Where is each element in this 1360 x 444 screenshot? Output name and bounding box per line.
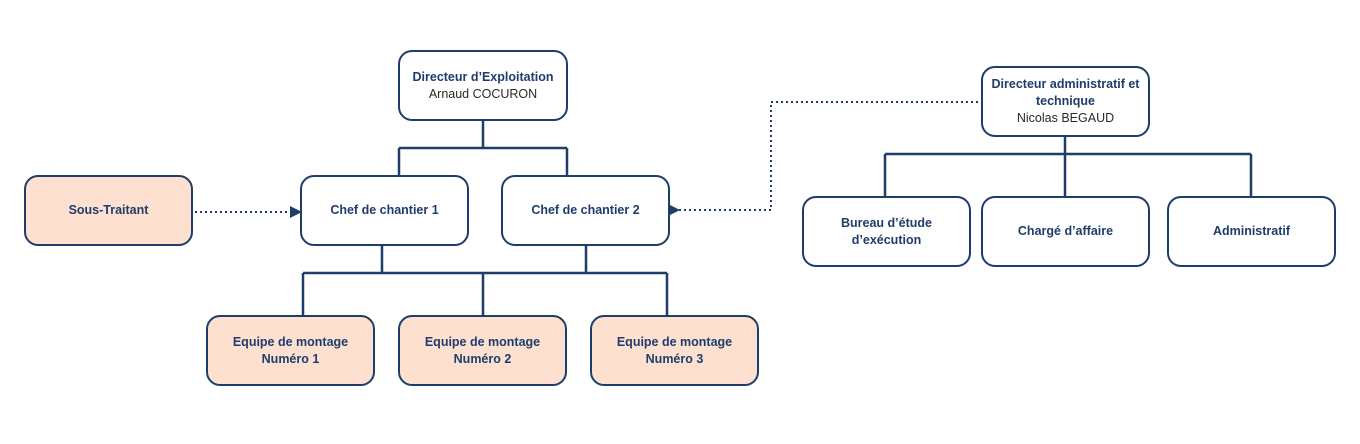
node-title: Sous-Traitant: [68, 203, 149, 217]
dotted-link-chef2-diradmin: [668, 96, 1006, 216]
node-title-line1: Equipe de montage: [232, 334, 349, 349]
node-person-name: Nicolas BEGAUD: [1016, 111, 1115, 125]
node-title-line2: Numéro 3: [645, 351, 704, 366]
node-title: Chef de chantier 1: [330, 203, 439, 217]
node-title: Equipe de montage Numéro 2: [425, 334, 540, 368]
node-title: Administratif: [1212, 224, 1291, 238]
node-title-line2: Numéro 2: [453, 351, 512, 366]
node-title-line1: Equipe de montage: [424, 334, 541, 349]
node-title: Equipe de montage Numéro 3: [617, 334, 732, 368]
node-title-line1: Bureau d’étude: [841, 215, 932, 230]
node-equipe-montage-3: Equipe de montage Numéro 3: [590, 315, 759, 386]
node-title: Chargé d’affaire: [1017, 224, 1114, 238]
node-title-line1: Equipe de montage: [616, 334, 733, 349]
node-sous-traitant: Sous-Traitant: [24, 175, 193, 246]
node-directeur-administratif: Directeur administratif et technique Nic…: [981, 66, 1150, 137]
node-chef-chantier-2: Chef de chantier 2: [501, 175, 670, 246]
node-title: Bureau d’étude d’exécution: [841, 215, 932, 249]
node-administratif: Administratif: [1167, 196, 1336, 267]
node-title: Directeur d’Exploitation: [412, 69, 554, 84]
node-title: Equipe de montage Numéro 1: [233, 334, 348, 368]
node-title-line2: d’exécution: [851, 232, 922, 247]
node-title-line2: technique: [1035, 94, 1096, 108]
node-chef-chantier-1: Chef de chantier 1: [300, 175, 469, 246]
node-equipe-montage-2: Equipe de montage Numéro 2: [398, 315, 567, 386]
node-bureau-etude: Bureau d’étude d’exécution: [802, 196, 971, 267]
node-title: Directeur administratif et technique: [992, 76, 1140, 110]
node-title: Chef de chantier 2: [531, 203, 640, 217]
node-equipe-montage-1: Equipe de montage Numéro 1: [206, 315, 375, 386]
node-directeur-exploitation: Directeur d’Exploitation Arnaud COCURON: [398, 50, 568, 121]
node-charge-affaire: Chargé d’affaire: [981, 196, 1150, 267]
node-title-line2: Numéro 1: [261, 351, 320, 366]
node-title-line1: Directeur administratif et: [991, 77, 1140, 91]
node-person-name: Arnaud COCURON: [428, 86, 538, 101]
